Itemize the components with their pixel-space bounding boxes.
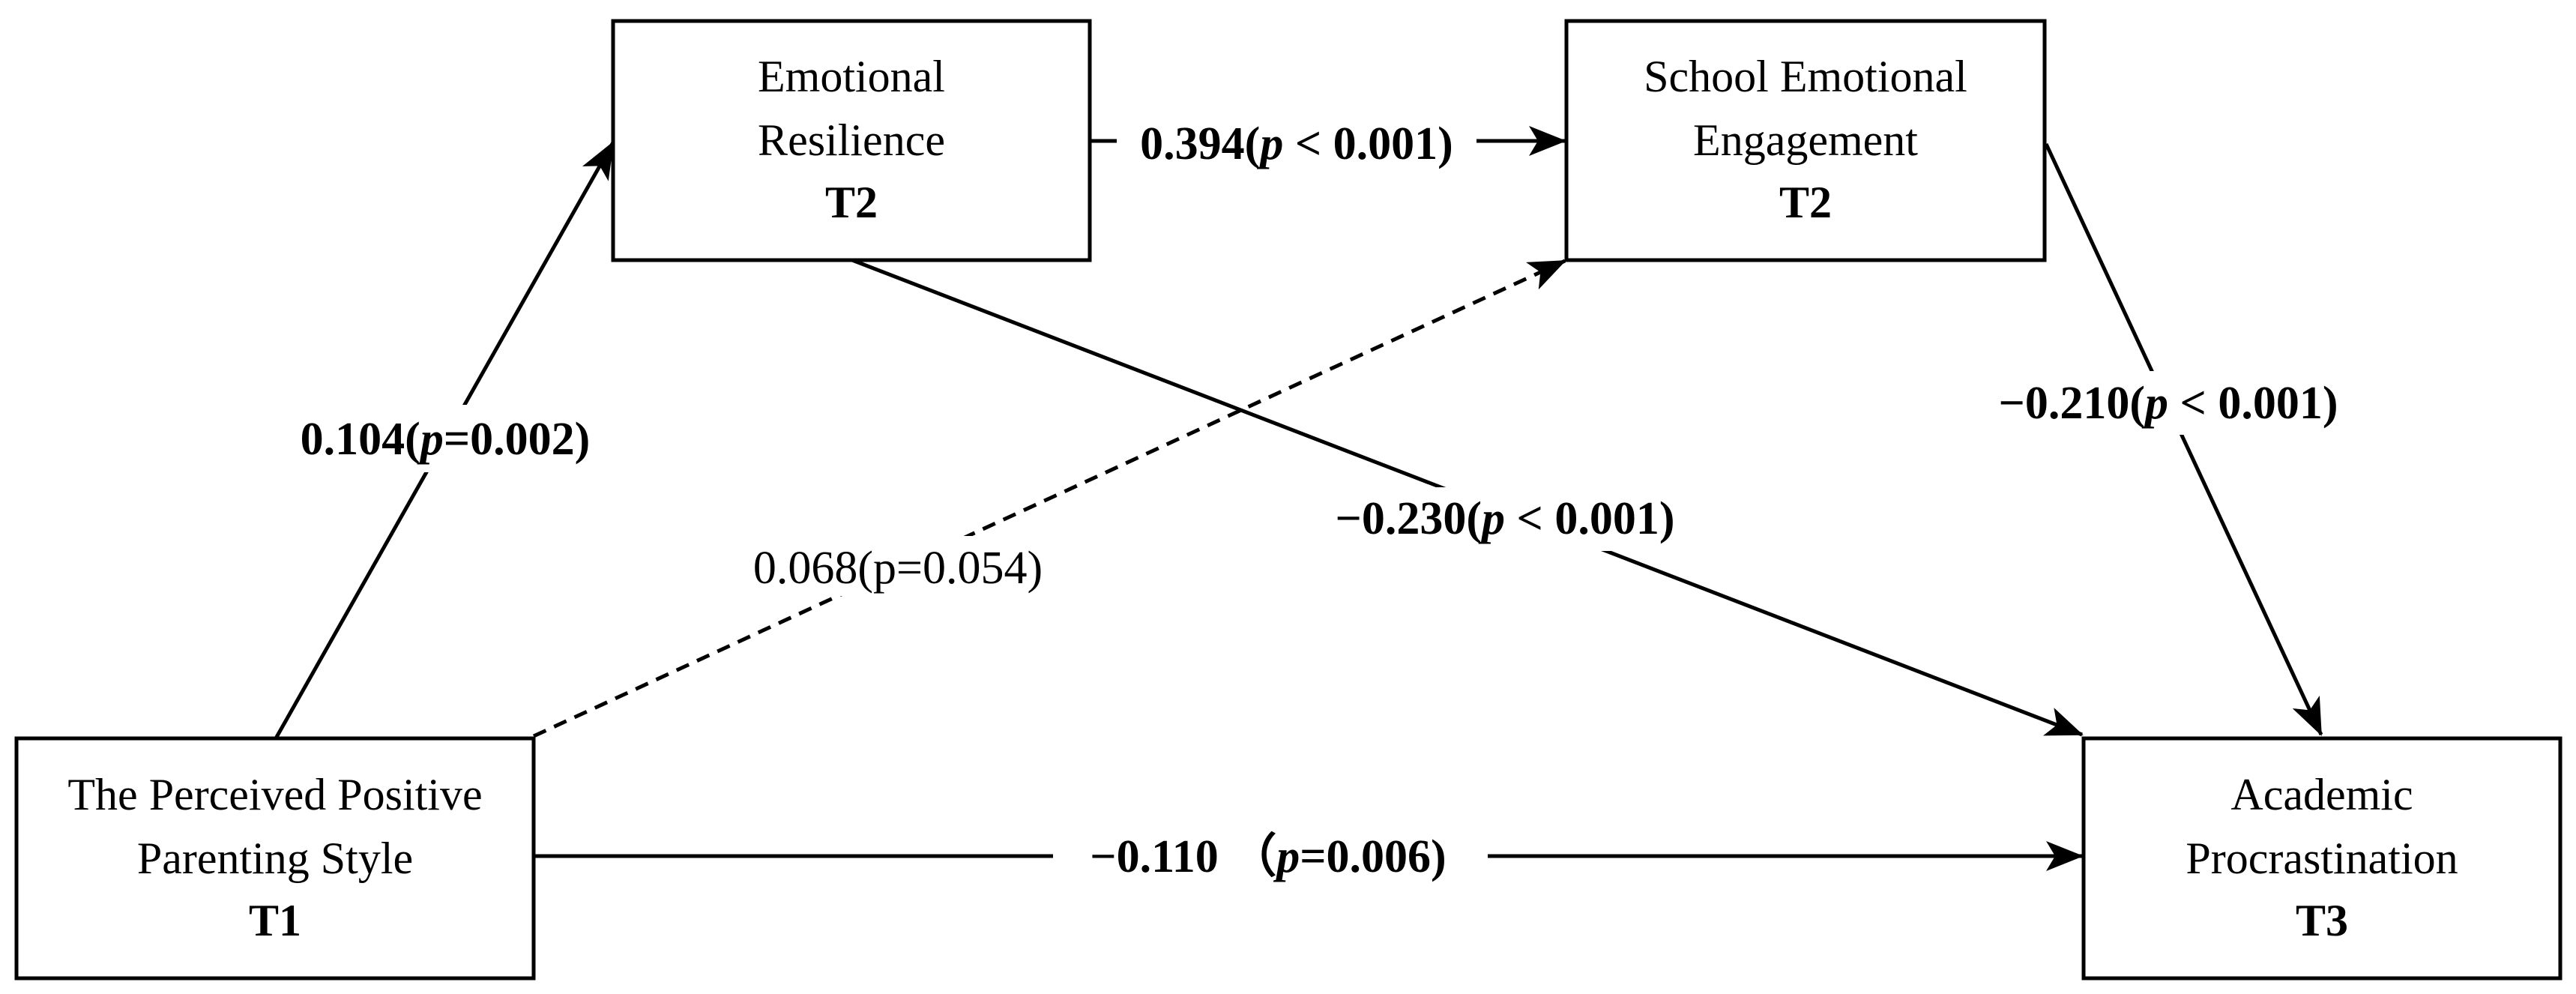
node-emotional-resilience-line2: Resilience <box>758 115 945 165</box>
arrow-engagement-to-procrastination <box>2044 142 2323 736</box>
svg-text:0.068(p=0.054): 0.068(p=0.054) <box>753 543 1043 594</box>
label-parenting-resilience: 0.104(p=0.002) <box>281 405 611 472</box>
node-school-emotional-engagement-time: T2 <box>1779 178 1832 227</box>
node-academic-procrastination-time: T3 <box>2296 896 2348 945</box>
label-parenting-engagement: 0.068(p=0.054) <box>731 536 1068 596</box>
node-school-emotional-engagement-line1: School Emotional <box>1644 52 1967 101</box>
label-engagement-procrastination: −0.210(p < 0.001) <box>1979 371 2361 435</box>
node-academic-procrastination-line2: Procrastination <box>2186 834 2458 883</box>
node-parenting-style-time: T1 <box>249 896 301 945</box>
node-academic-procrastination-line1: Academic <box>2230 770 2413 819</box>
node-emotional-resilience: Emotional Resilience T2 <box>611 19 1092 262</box>
node-parenting-style: The Perceived Positive Parenting Style T… <box>14 736 536 981</box>
node-school-emotional-engagement-line2: Engagement <box>1693 115 1918 165</box>
svg-text:0.104(p=0.002): 0.104(p=0.002) <box>301 414 591 465</box>
node-emotional-resilience-time: T2 <box>825 178 878 227</box>
svg-text:0.394(p < 0.001): 0.394(p < 0.001) <box>1140 118 1453 169</box>
label-resilience-engagement: 0.394(p < 0.001) <box>1117 112 1476 172</box>
svg-text:−0.230(p < 0.001): −0.230(p < 0.001) <box>1336 493 1675 544</box>
node-school-emotional-engagement: School Emotional Engagement T2 <box>1564 19 2047 262</box>
label-parenting-procrastination: −0.110 （p=0.006) <box>1053 821 1488 892</box>
node-parenting-style-line1: The Perceived Positive <box>67 770 482 819</box>
arrow-parenting-to-engagement <box>532 259 1566 738</box>
node-emotional-resilience-line1: Emotional <box>758 52 945 101</box>
node-academic-procrastination: Academic Procrastination T3 <box>2081 736 2563 981</box>
node-parenting-style-line2: Parenting Style <box>137 834 413 883</box>
label-resilience-procrastination: −0.230(p < 0.001) <box>1312 487 1701 551</box>
svg-text:−0.110 （p=0.006): −0.110 （p=0.006) <box>1090 830 1446 882</box>
svg-text:−0.210(p < 0.001): −0.210(p < 0.001) <box>1999 378 2338 429</box>
